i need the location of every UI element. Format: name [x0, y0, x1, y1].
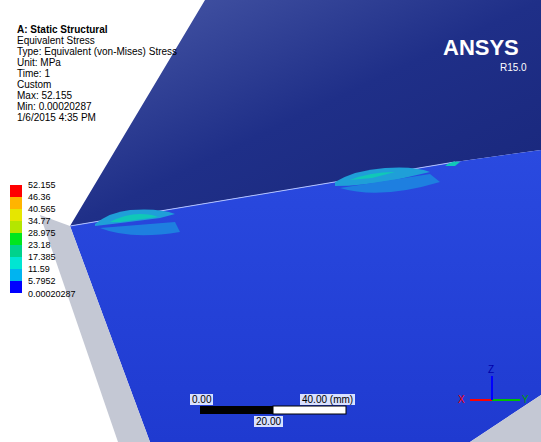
min-value: Min: 0.00020287 [17, 101, 92, 112]
scale-value: 40.00 (mm) [300, 394, 355, 405]
version: R15.0 [500, 62, 527, 73]
legend-value: 40.565 [28, 204, 56, 214]
legend-swatch [10, 281, 22, 293]
scale-value: 20.00 [254, 416, 283, 427]
legend-swatch [10, 209, 22, 221]
legend-swatch [10, 233, 22, 245]
legend-value: 46.36 [28, 192, 51, 202]
contact-edge [70, 162, 455, 226]
plate-edge [40, 215, 150, 442]
axis-label: X [458, 394, 465, 405]
scale-mode: Custom [17, 79, 51, 90]
max-value: Max: 52.155 [17, 90, 72, 101]
result-name: Equivalent Stress [17, 35, 95, 46]
result-type: Type: Equivalent (von-Mises) Stress [17, 46, 177, 57]
legend-swatch [10, 221, 22, 233]
legend-swatch [10, 245, 22, 257]
axis-x [470, 399, 492, 401]
axis-label: Y [522, 394, 529, 405]
legend-value: 28.975 [28, 228, 56, 238]
legend-value: 52.155 [28, 180, 56, 190]
unit: Unit: MPa [17, 57, 61, 68]
scale-value: 0.00 [190, 394, 213, 405]
legend-value: 34.77 [28, 216, 51, 226]
stress-zone [445, 162, 460, 167]
axis-z [491, 376, 493, 400]
plate-edge [470, 395, 541, 442]
legend-value: 0.00020287 [28, 289, 76, 299]
brand-logo: ANSYS [443, 36, 519, 59]
timestamp: 1/6/2015 4:35 PM [17, 112, 96, 123]
time: Time: 1 [17, 68, 50, 79]
legend-swatch [10, 257, 22, 269]
legend-value: 11.59 [28, 264, 50, 274]
stress-zone [350, 172, 395, 180]
legend-value: 17.385 [28, 252, 56, 262]
legend-swatch [10, 185, 22, 197]
stress-zone [100, 222, 180, 235]
stress-zone [110, 214, 158, 222]
scale-bar [200, 406, 273, 414]
axis-label: Z [488, 364, 494, 375]
legend-value: 5.7952 [28, 276, 56, 286]
axis-y [492, 399, 520, 401]
panel-title: A: Static Structural [17, 24, 108, 35]
legend-value: 23.18 [28, 240, 51, 250]
stress-zone [340, 174, 440, 193]
legend-swatch [10, 197, 22, 209]
scale-bar [273, 406, 346, 414]
lower-plate [70, 150, 541, 442]
legend-swatch [10, 269, 22, 281]
